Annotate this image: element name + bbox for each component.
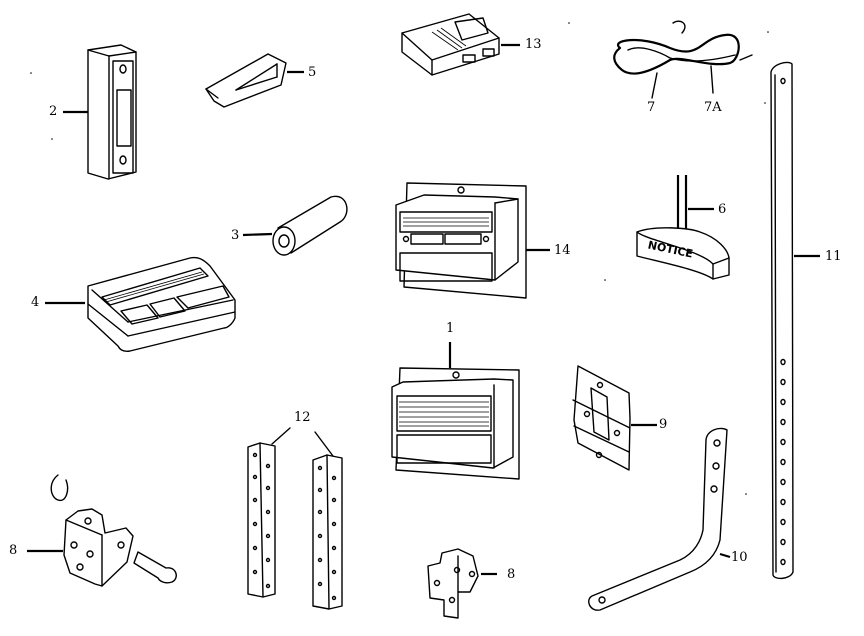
arm-12-holes: [780, 358, 786, 566]
label-part-7: 7: [647, 100, 656, 115]
part-3-battery: [242, 195, 348, 256]
label-part-10: 9: [659, 417, 668, 432]
part-1-wall-console: [391, 342, 520, 480]
label-part-2: 2: [49, 104, 58, 119]
part-14-keypad: [401, 13, 520, 76]
part-8-header-bracket: [27, 474, 177, 587]
part-12-straight-arm: [770, 61, 820, 580]
label-part-14: 13: [525, 37, 542, 52]
label-part-4: 4: [31, 295, 40, 310]
bracket-13-holes: [252, 452, 337, 601]
label-part-8: 8: [9, 543, 18, 558]
part-4-remote: [45, 256, 236, 352]
label-part-11: 10: [731, 550, 748, 565]
label-part-3: 3: [231, 228, 240, 243]
label-part-6: 6: [718, 202, 727, 217]
label-part-7a: 7A: [704, 100, 722, 115]
label-part-1: 1: [446, 321, 455, 336]
part-7-wire: [613, 20, 753, 99]
part-5-visor-clip: [205, 53, 304, 108]
label-part-13: 12: [294, 410, 311, 425]
label-part-12: 11: [825, 249, 842, 264]
specks: [30, 22, 769, 495]
part-11-curved-arm: [588, 427, 731, 611]
part-9-door-bracket: [427, 548, 497, 619]
part-15-wall-control: [395, 182, 550, 299]
part-10-bracket-plate: [572, 365, 657, 471]
label-part-15: 14: [554, 243, 571, 258]
part-6-release-handle: NOTICE: [636, 175, 730, 280]
part-2-push-button: [63, 44, 137, 180]
label-part-9: 8: [507, 567, 516, 582]
label-part-5: 5: [308, 65, 317, 80]
part-13-sensor-brackets: [247, 427, 343, 610]
